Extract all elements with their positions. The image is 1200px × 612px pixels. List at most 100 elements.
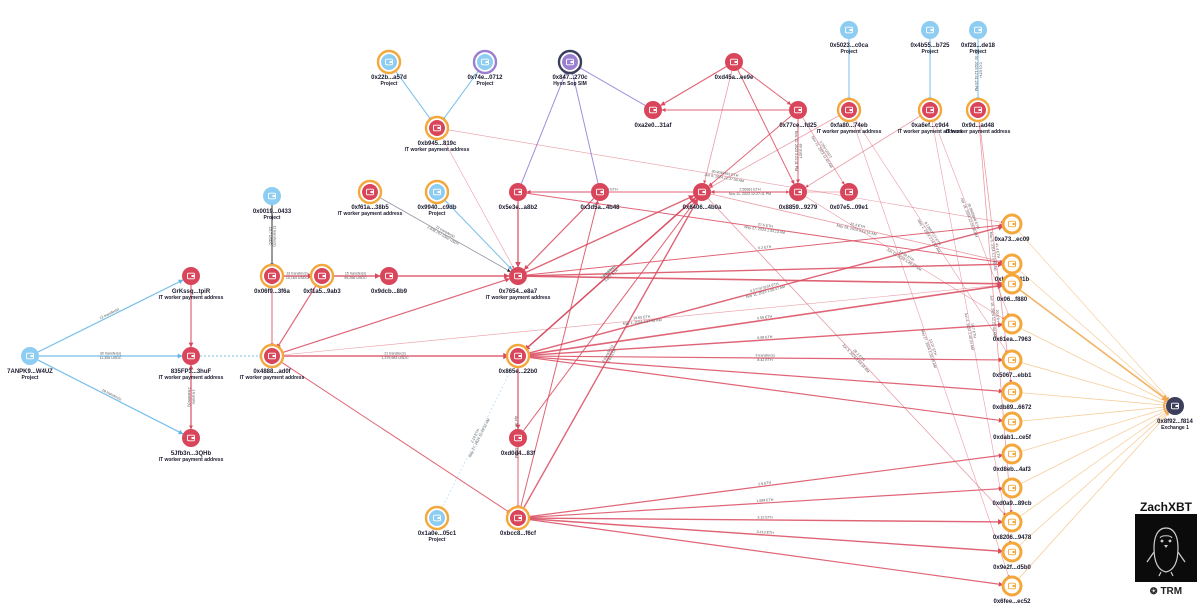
edge-label: Jun 8, 2024 12:37:00 AM (704, 173, 744, 184)
node-address: 0xd8eb...4af3 (993, 467, 1031, 473)
node-0x07e5[interactable]: 0x07e5...09e1 (830, 183, 869, 211)
edge-label: May 1, 2024 2:57:54 AM (623, 318, 662, 326)
edge-label: 11 transfer(s) (273, 225, 277, 246)
node-0xd45a[interactable]: 0xd45a...ee9e (715, 53, 754, 81)
node-0xa2e0[interactable]: 0xa2e0...31af (634, 101, 673, 129)
edge-x2 (1018, 269, 1169, 401)
node-ox4[interactable]: 0x61ea...7963 (993, 313, 1032, 343)
edge-label: 22.9 ETH (602, 188, 618, 192)
node-ox8[interactable]: 0xd8eb...4af3 (993, 443, 1032, 473)
wallet-clasp-icon (518, 437, 522, 439)
trm-mark-icon: ❂ (1149, 586, 1158, 596)
edge-e53 (519, 200, 599, 510)
edge-e63 (526, 486, 1004, 519)
node-ox10[interactable]: 0x8206...9478 (993, 511, 1032, 541)
wallet-clasp-icon (322, 275, 326, 277)
node-ox9[interactable]: 0xd0a9...89cb (992, 477, 1032, 507)
edge-e54 (526, 224, 1004, 355)
node-ox3[interactable]: 0x06...f880 (997, 273, 1028, 303)
node-tag: Project (922, 49, 939, 55)
edge-e18 (441, 68, 481, 122)
edge-e32 (708, 115, 792, 187)
node-tag: Hyon Sop SIM (553, 81, 587, 87)
edge-label: 22.3 ETH (850, 222, 866, 229)
node-0x9dcb[interactable]: 0x9dcb...8b9 (371, 267, 408, 295)
edge-label: 13,7 USDC (268, 227, 272, 246)
node-address: GrKssq...tpiR (172, 289, 211, 295)
wallet-clasp-icon (978, 29, 982, 31)
node-ox5[interactable]: 0x5067...ebb1 (992, 349, 1032, 379)
node-ox12[interactable]: 0x6fee...ec52 (993, 575, 1031, 605)
node-0x77ce[interactable]: 0x77ce...fd25 (779, 101, 817, 129)
edge-label: Nov 11, 2023 3:21:11 PM (794, 131, 798, 171)
edge-label: 11.355 USDC (100, 356, 122, 360)
node-circle (182, 267, 200, 285)
wallet-clasp-icon (1012, 359, 1016, 361)
node-ox11[interactable]: 0x9e2f...d5b0 (993, 541, 1032, 571)
node-0xd0d4[interactable]: 0xd0d4...83f (501, 429, 536, 457)
edge-label: 0.577474234 ETH (750, 282, 780, 293)
wallet-clasp-icon (930, 109, 934, 111)
node-0x865e[interactable]: 0x865e...22b0 (499, 343, 538, 375)
wallet-clasp-icon (798, 109, 802, 111)
node-0xbcc8[interactable]: 0xbcc8...f6cf (500, 505, 537, 537)
wallet-clasp-icon (191, 355, 195, 357)
edge-label: 0.01 ETH (979, 62, 983, 78)
node-tag: IT worker payment address (817, 129, 882, 135)
edge-e66 (526, 356, 1004, 423)
wallet-clasp-icon (389, 275, 393, 277)
node-circle (264, 268, 280, 284)
node-0x5e3e[interactable]: 0x5e3e...a8b2 (499, 183, 538, 211)
node-0x8859[interactable]: 0x8859...9279 (779, 183, 818, 211)
wallet-clasp-icon (1012, 263, 1016, 265)
node-0x06f9[interactable]: 0x06f9...3f6a (254, 263, 291, 295)
wallet-clasp-icon (798, 191, 802, 193)
wallet-clasp-icon (1012, 521, 1016, 523)
node-ox6[interactable]: 0xdb89...6672 (992, 381, 1032, 411)
node-0x6406[interactable]: 0x6406...4b0a (683, 183, 722, 211)
node-circle (477, 54, 493, 70)
wallet-clasp-icon (1012, 391, 1016, 393)
node-circle (1001, 541, 1023, 563)
edge-label: 6.59 ETH (757, 335, 773, 340)
node-0xf1a5[interactable]: 0xf1a5...9ab3 (303, 263, 341, 295)
wallet-clasp-icon (1012, 453, 1016, 455)
node-ox7[interactable]: 0xdab1...ce5f (993, 411, 1032, 441)
node-0x3d5a[interactable]: 0x3d5a...4b48 (580, 183, 620, 211)
edge-label: 55,266 USDC (344, 276, 367, 280)
node-ox1[interactable]: 0xa73...ec09 (994, 213, 1030, 243)
edge-e44 (709, 114, 842, 188)
edge-e68 (526, 192, 1004, 265)
node-address: 0xa73...ec09 (994, 237, 1030, 243)
node-address: 0xf28...de18 (961, 43, 996, 49)
node-circle (263, 187, 281, 205)
node-circle (429, 510, 445, 526)
edge-label: 3.63 ETH (606, 348, 617, 364)
node-address: 0x07e5...09e1 (830, 205, 869, 211)
node-tag: Exchange 1 (1161, 425, 1189, 431)
edge-e78 (710, 193, 1004, 263)
edge-e64 (526, 517, 1004, 554)
node-tag: IT worker payment address (486, 295, 551, 301)
